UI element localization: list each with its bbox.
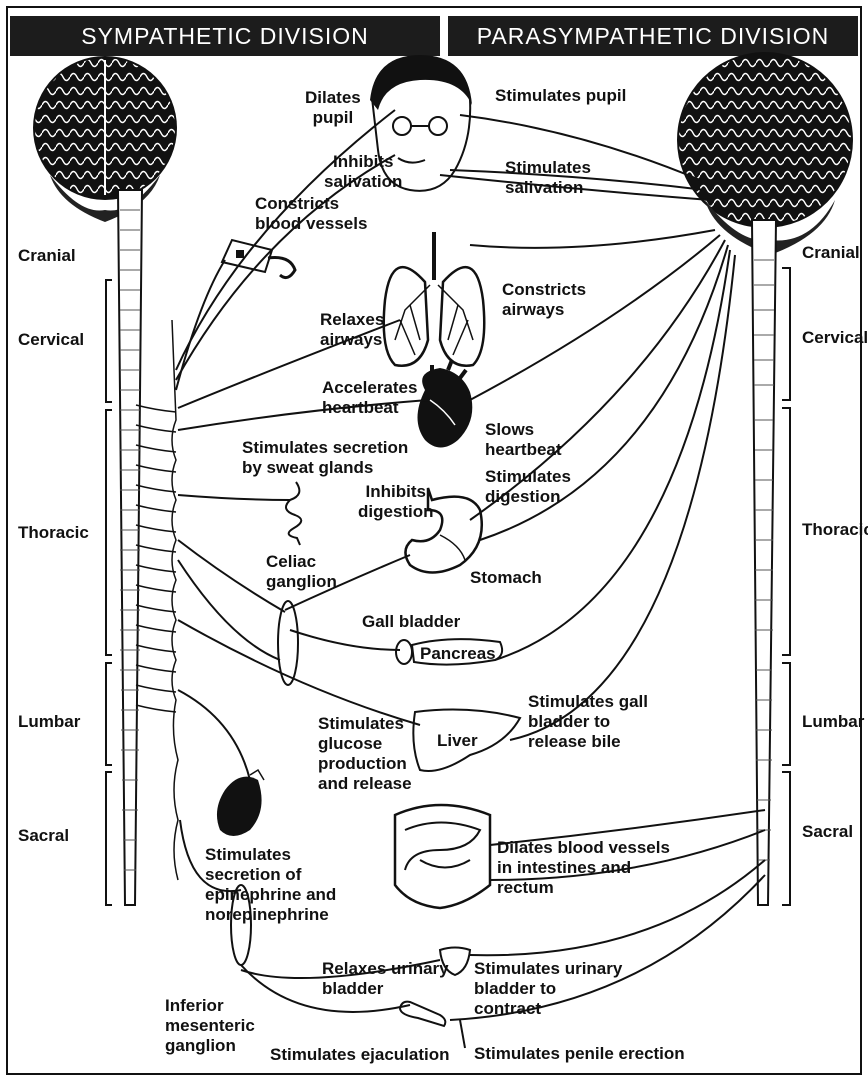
left-spinal-cord: [118, 190, 142, 905]
lungs-illustration: [384, 232, 485, 366]
label-pancreas: Pancreas: [420, 644, 496, 664]
segment-left-lumbar: Lumbar: [18, 712, 80, 732]
label-stomach: Stomach: [470, 568, 542, 588]
kidney-illustration: [217, 770, 264, 836]
sympathetic-chain: [136, 320, 178, 880]
label-stimulates-penile-erection: Stimulates penile erection: [474, 1044, 685, 1064]
segment-right-cranial: Cranial: [802, 243, 860, 263]
segment-right-thoracic: Thoracic: [802, 520, 868, 540]
left-brain-illustration: [33, 56, 177, 222]
intestines-illustration: [395, 805, 490, 908]
left-segment-brackets: [106, 280, 112, 905]
right-segment-brackets: [782, 268, 790, 905]
right-spinal-cord: [752, 220, 776, 905]
label-stimulates-pupil: Stimulates pupil: [495, 86, 626, 106]
segment-left-cranial: Cranial: [18, 246, 76, 266]
segment-left-cervical: Cervical: [18, 330, 84, 350]
sweat-gland-illustration: [286, 482, 301, 545]
label-liver: Liver: [437, 731, 478, 751]
segment-left-thoracic: Thoracic: [18, 523, 89, 543]
heart-illustration: [418, 360, 473, 448]
segment-right-sacral: Sacral: [802, 822, 853, 842]
label-gall-bladder: Gall bladder: [362, 612, 460, 632]
label-stimulates-ejaculation: Stimulates ejaculation: [270, 1045, 450, 1065]
segment-right-lumbar: Lumbar: [802, 712, 864, 732]
segment-left-sacral: Sacral: [18, 826, 69, 846]
segment-right-cervical: Cervical: [802, 328, 868, 348]
